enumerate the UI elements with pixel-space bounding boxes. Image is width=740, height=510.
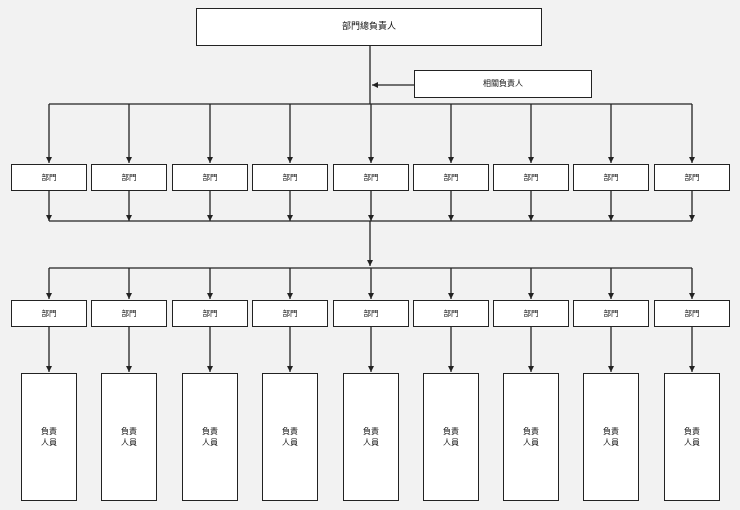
department-box[interactable]: 部門 (413, 164, 489, 191)
department-box[interactable]: 部門 (573, 300, 649, 327)
staff-label: 人員 (523, 438, 539, 447)
department-label: 部門 (41, 172, 57, 182)
staff-box[interactable]: 負責人員 (343, 373, 399, 501)
related-supervisor-box[interactable]: 相關負責人 (414, 70, 592, 98)
department-box[interactable]: 部門 (573, 164, 649, 191)
staff-label: 負責 (202, 427, 218, 436)
staff-box[interactable]: 負責人員 (503, 373, 559, 501)
staff-box[interactable]: 負責人員 (583, 373, 639, 501)
head-of-department-box[interactable]: 部門總負責人 (196, 8, 542, 46)
staff-label: 人員 (684, 438, 700, 447)
staff-box[interactable]: 負責人員 (423, 373, 479, 501)
department-box[interactable]: 部門 (654, 164, 730, 191)
department-box[interactable]: 部門 (493, 300, 569, 327)
staff-label: 負責 (121, 427, 137, 436)
department-box[interactable]: 部門 (654, 300, 730, 327)
department-label: 部門 (202, 308, 218, 318)
department-box[interactable]: 部門 (493, 164, 569, 191)
related-supervisor-label: 相關負責人 (483, 79, 523, 88)
department-box[interactable]: 部門 (172, 164, 248, 191)
staff-label: 人員 (41, 438, 57, 447)
staff-box[interactable]: 負責人員 (101, 373, 157, 501)
department-label: 部門 (443, 308, 459, 318)
department-label: 部門 (121, 308, 137, 318)
department-label: 部門 (603, 172, 619, 182)
department-box[interactable]: 部門 (91, 300, 167, 327)
department-label: 部門 (121, 172, 137, 182)
staff-label: 負責 (523, 427, 539, 436)
department-label: 部門 (684, 308, 700, 318)
staff-label: 負責 (443, 427, 459, 436)
department-label: 部門 (282, 172, 298, 182)
staff-box[interactable]: 負責人員 (262, 373, 318, 501)
department-label: 部門 (41, 308, 57, 318)
head-of-department-label: 部門總負責人 (341, 22, 396, 32)
staff-label: 人員 (282, 438, 298, 447)
department-label: 部門 (523, 308, 539, 318)
staff-label: 負責 (603, 427, 619, 436)
department-label: 部門 (282, 308, 298, 318)
department-box[interactable]: 部門 (333, 300, 409, 327)
staff-label: 人員 (121, 438, 137, 447)
department-box[interactable]: 部門 (252, 300, 328, 327)
department-label: 部門 (202, 172, 218, 182)
department-label: 部門 (443, 172, 459, 182)
staff-label: 負責 (363, 427, 379, 436)
department-label: 部門 (684, 172, 700, 182)
department-box[interactable]: 部門 (413, 300, 489, 327)
staff-label: 負責 (41, 427, 57, 436)
department-label: 部門 (523, 172, 539, 182)
department-label: 部門 (603, 308, 619, 318)
staff-label: 人員 (603, 438, 619, 447)
staff-label: 人員 (363, 438, 379, 447)
department-box[interactable]: 部門 (333, 164, 409, 191)
staff-label: 人員 (443, 438, 459, 447)
department-box[interactable]: 部門 (252, 164, 328, 191)
department-label: 部門 (363, 172, 379, 182)
staff-label: 人員 (202, 438, 218, 447)
staff-label: 負責 (282, 427, 298, 436)
staff-label: 負責 (684, 427, 700, 436)
department-box[interactable]: 部門 (172, 300, 248, 327)
department-label: 部門 (363, 308, 379, 318)
staff-box[interactable]: 負責人員 (182, 373, 238, 501)
department-box[interactable]: 部門 (11, 164, 87, 191)
department-box[interactable]: 部門 (11, 300, 87, 327)
staff-box[interactable]: 負責人員 (664, 373, 720, 501)
staff-box[interactable]: 負責人員 (21, 373, 77, 501)
department-box[interactable]: 部門 (91, 164, 167, 191)
